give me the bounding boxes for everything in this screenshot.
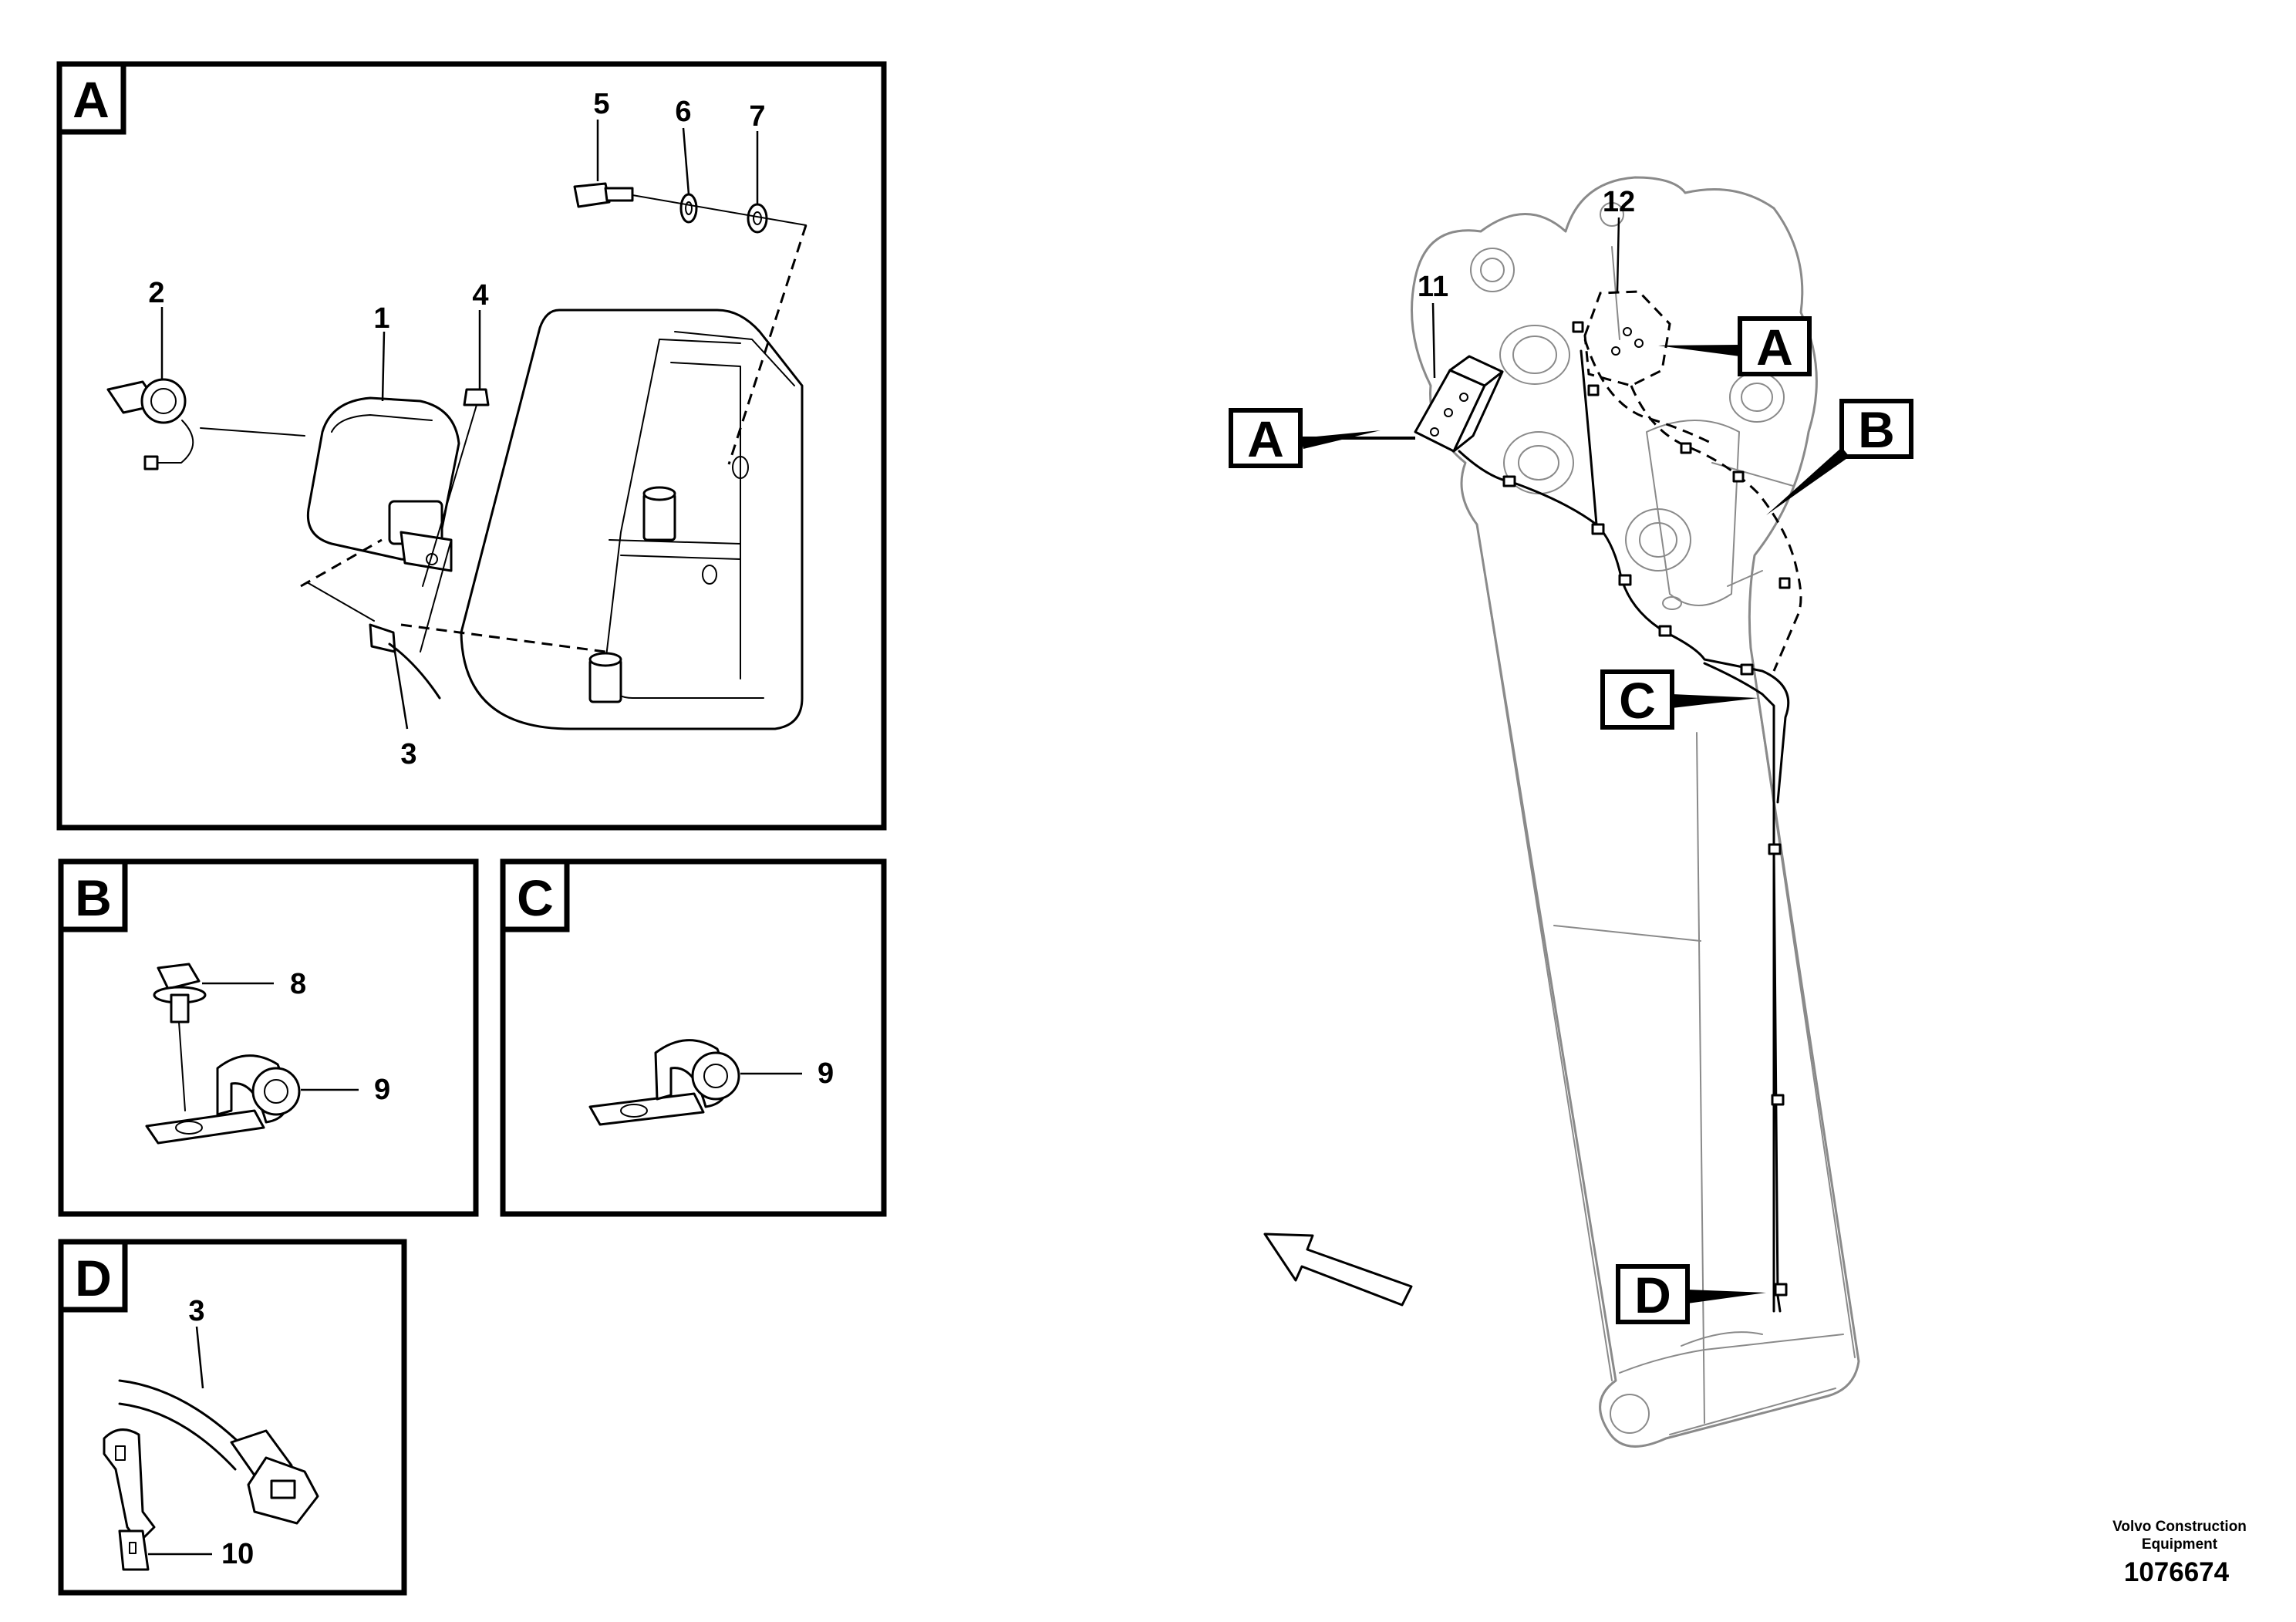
work-lamp-drawing [200,396,460,653]
callout-11: 11 [1418,271,1448,303]
direction-arrow [1263,1233,1413,1307]
svg-text:B: B [1858,401,1895,458]
detail-panel-b: B 8 9 [58,858,479,1217]
callout-9-b: 9 [374,1074,390,1106]
detail-panel-c: C 9 [500,858,887,1217]
detail-panel-d: D 3 10 [58,1239,407,1596]
callout-8: 8 [290,968,306,1000]
panel-c-letter: C [517,869,554,926]
cable-clamp-drawing-c [588,1039,740,1126]
ref-box-d: D [1616,1264,1766,1324]
credit-line-2: Equipment [2142,1536,2218,1553]
ref-box-b: B [1766,399,1913,515]
callout-9-c: 9 [818,1057,834,1090]
ref-box-a-right: A [1658,316,1812,376]
svg-text:A: A [1756,319,1793,376]
callout-1: 1 [373,302,389,335]
credit-line-1: Volvo Construction [2112,1519,2247,1535]
callout-3-d: 3 [188,1295,204,1327]
ref-box-c: C [1600,669,1758,730]
callout-3: 3 [400,738,416,771]
svg-text:D: D [1634,1266,1671,1324]
callout-10: 10 [221,1538,254,1570]
svg-text:C: C [1619,672,1656,729]
footer-credit: Volvo Construction Equipment 1076674 [2112,1519,2247,1587]
callout-12: 12 [1603,186,1635,218]
callout-4: 4 [472,279,488,312]
callout-7: 7 [749,100,765,133]
callout-6: 6 [675,96,691,128]
ref-box-a-left: A [1229,408,1415,468]
doc-number: 1076674 [2124,1557,2230,1587]
bulb-socket-drawing [106,378,194,470]
callout-5: 5 [593,88,609,120]
panel-a-letter: A [72,71,110,128]
excavator-arm-drawing: A A B C D 11 12 [1229,176,1913,1448]
svg-text:A: A [1247,410,1284,467]
flange-screw-drawing [153,963,207,1111]
lamp-harness-drawing [300,538,606,700]
callout-2: 2 [148,277,164,309]
cable-clamp-drawing [145,1054,301,1145]
lamp-housing-drawing [460,309,804,730]
bolt-washer-set-drawing [573,182,807,465]
panel-b-letter: B [75,869,112,926]
harness-clips [1502,321,1791,1297]
detail-panel-a: A [56,61,887,831]
bracket-drawing [103,1428,156,1571]
panel-d-letter: D [75,1249,112,1307]
harness-connector-drawing [118,1379,319,1525]
